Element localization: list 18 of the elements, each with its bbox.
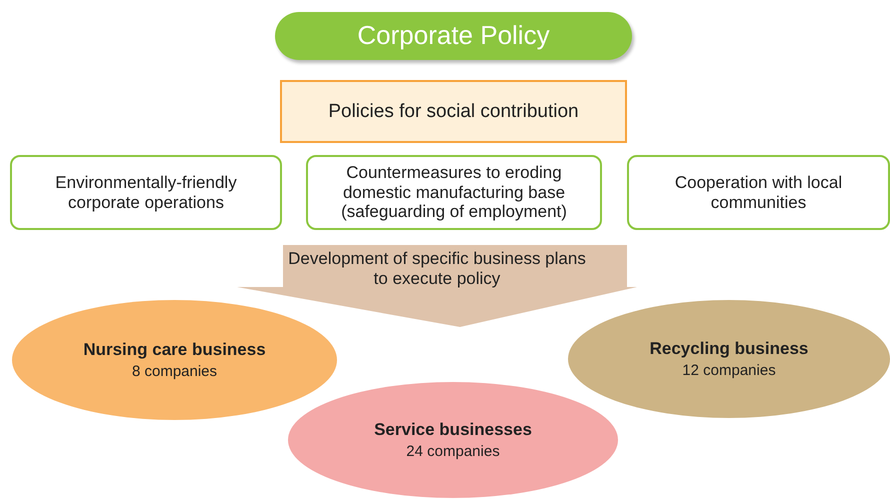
policy-box — [280, 80, 627, 143]
business-name: Recycling business — [650, 339, 808, 359]
company-count: 12 companies — [682, 362, 776, 379]
policy-box — [627, 155, 890, 230]
business-name: Service businesses — [374, 420, 532, 440]
company-count: 24 companies — [406, 443, 500, 460]
policy-text: Cooperation with local communities — [674, 172, 844, 212]
arrow-text: Development of specific business plans to execute policy — [287, 249, 587, 288]
policy-text: Policies for social contribution — [328, 100, 579, 122]
policy-text: Environmentally-friendly corporate operations — [54, 172, 238, 212]
company-count: 8 companies — [132, 363, 218, 380]
down-arrow-shape — [237, 245, 637, 327]
business-name: Nursing care business — [83, 340, 266, 360]
title-text: Corporate Policy — [357, 21, 550, 51]
policy-box — [10, 155, 282, 230]
policy-box — [306, 155, 602, 230]
title-pill — [275, 12, 632, 60]
policy-text: Countermeasures to eroding domestic manufacturing base (safeguarding of employment) — [340, 163, 568, 222]
